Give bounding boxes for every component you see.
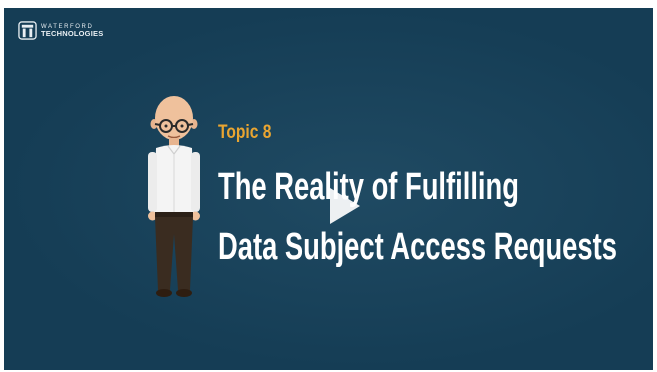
topic-label: Topic 8 bbox=[218, 122, 272, 143]
waterford-logo-icon bbox=[18, 21, 37, 40]
logo-line1: WATERFORD bbox=[41, 23, 94, 30]
company-logo: WATERFORD TECHNOLOGIES bbox=[18, 21, 103, 40]
logo-line2: TECHNOLOGIES bbox=[41, 28, 104, 38]
slide-title-line1: The Reality of Fulfilling bbox=[218, 166, 519, 208]
presenter-character bbox=[148, 96, 200, 297]
background-vignette bbox=[4, 8, 653, 370]
play-icon[interactable] bbox=[318, 182, 366, 230]
video-player[interactable]: WATERFORD TECHNOLOGIES bbox=[4, 8, 653, 370]
slide-title-line2: Data Subject Access Requests bbox=[218, 226, 617, 268]
